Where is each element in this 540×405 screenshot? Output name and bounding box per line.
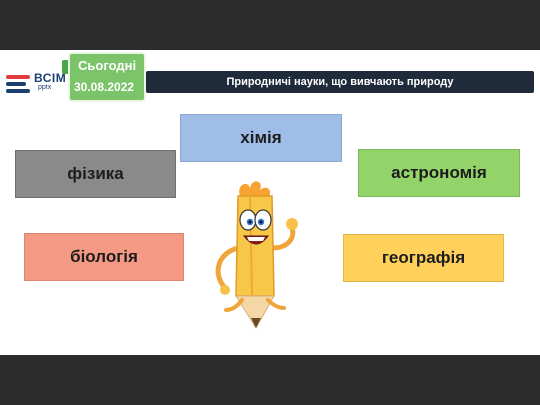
page-title: Природничі науки, що вивчають природу (226, 76, 454, 88)
date-card (68, 52, 146, 102)
vsim-logo-icon (6, 75, 30, 93)
pencil-mascot-icon (215, 181, 298, 329)
logo-subtext: pptx (38, 84, 52, 91)
logo-text: ВСІМ (34, 71, 67, 85)
title-bar (146, 71, 534, 93)
chemistry-box[interactable]: хімія (180, 114, 342, 162)
physics-box[interactable]: фізика (15, 150, 176, 198)
date-label: Сьогодні (78, 58, 137, 73)
biology-box[interactable]: біологія (24, 233, 184, 281)
astronomy-box[interactable]: астрономія (358, 149, 520, 197)
geography-box[interactable]: географія (343, 234, 504, 282)
date-card-tab (62, 60, 70, 74)
date-value: 30.08.2022 (74, 80, 135, 94)
